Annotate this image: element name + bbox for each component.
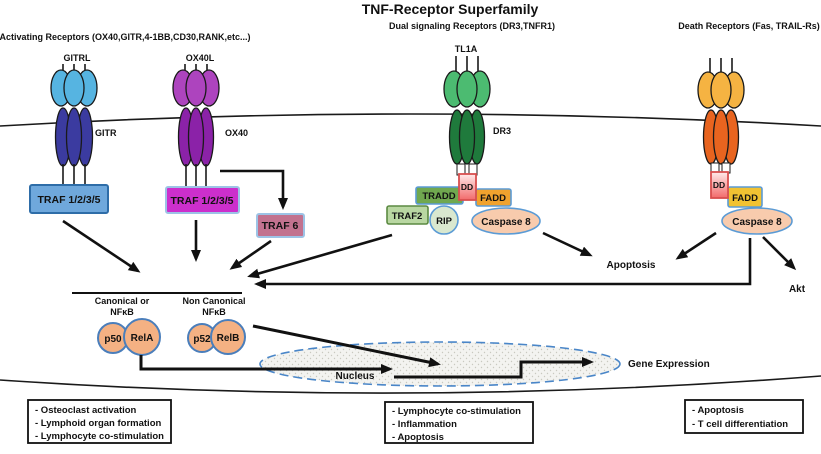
nucleus-label: Nucleus	[336, 371, 375, 382]
ligand-label-ox40l: OX40L	[186, 53, 215, 63]
akt-label: Akt	[789, 284, 806, 295]
dd-dr3-label: DD	[461, 182, 473, 192]
result-boxes: - Osteoclast activation - Lymphoid organ…	[27, 399, 804, 444]
canonical-label-line2: NFκB	[110, 307, 134, 317]
death-ligand-trimer	[697, 71, 745, 109]
arrow-caspase8-to-akt	[762, 236, 797, 271]
rip-circle	[429, 205, 459, 235]
gitr-complex: GITRL GITR TRAF 1/2/3/5	[29, 53, 117, 214]
traf-1-2-3-5-gitr-box	[29, 184, 109, 214]
dr3-receptor-trimer	[448, 109, 486, 165]
fadd-death-label: FADD	[732, 193, 758, 204]
arrow-gene-expression	[394, 357, 594, 379]
result-line: - Apoptosis	[692, 405, 744, 416]
traf2-label: TRAF2	[392, 211, 423, 222]
arrow-gitr-traf-to-nfkb	[62, 219, 141, 273]
p50-label: p50	[104, 334, 122, 345]
traf-1-2-3-5-ox40-label: TRAF 1/2/3/5	[170, 195, 233, 207]
death-receptor-complex: FADD Caspase 8 DD	[697, 58, 793, 235]
tl1a-top-stems	[455, 56, 479, 72]
traf-1-2-3-5-gitr-label: TRAF 1/2/3/5	[37, 194, 100, 206]
nucleus-section: Nucleus Gene Expression	[139, 324, 710, 387]
fadd-dr3-label: FADD	[480, 193, 506, 204]
result-line: - Inflammation	[392, 419, 457, 430]
arrow-ox40-to-traf6	[220, 169, 288, 210]
result-box-dual	[384, 401, 534, 444]
figure-title: TNF-Receptor Superfamily	[362, 1, 539, 17]
section-header-dual: Dual signaling Receptors (DR3,TNFR1)	[389, 21, 555, 31]
section-header-activating: Activating Receptors (OX40,GITR,4-1BB,CD…	[0, 32, 251, 42]
cell-membrane-line	[0, 113, 821, 127]
death-ligand-top-stems	[709, 58, 733, 74]
noncanonical-label-line1: Non Canonical	[182, 296, 245, 306]
relb-label: RelB	[217, 333, 240, 344]
receptor-label-gitr: GITR	[95, 128, 117, 138]
cell-bottom-line	[0, 375, 821, 394]
traf-1-2-3-5-ox40-box	[165, 186, 240, 214]
dd-death-box	[710, 171, 729, 199]
caspase8-dr3-label: Caspase 8	[481, 217, 531, 228]
result-line: - Lymphocyte co-stimulation	[35, 431, 164, 442]
ox40l-ligand-trimer	[172, 69, 220, 107]
relb-circle	[210, 319, 246, 355]
caspase8-death-ellipse	[721, 207, 793, 235]
result-line: - Osteoclast activation	[35, 405, 137, 416]
p52-label: p52	[193, 334, 211, 345]
tradd-label: TRADD	[422, 191, 455, 202]
ox40-receptor-trimer	[177, 107, 215, 167]
ox40-bottom-stems	[185, 164, 207, 188]
arrow-rela-to-nucleus	[139, 355, 393, 374]
arrow-dr3-to-apoptosis	[542, 231, 593, 257]
gene-expression-label: Gene Expression	[628, 359, 710, 370]
rela-label: RelA	[131, 333, 154, 344]
nfkb-section: Canonical or NFκB Non Canonical NFκB p50…	[72, 292, 246, 356]
receptor-label-dr3: DR3	[493, 126, 511, 136]
gitrl-ligand-trimer	[50, 69, 98, 107]
dd-dr3-box	[458, 173, 477, 201]
result-box-death	[684, 399, 804, 434]
result-line: - Lymphocyte co-stimulation	[392, 406, 521, 417]
apoptosis-label: Apoptosis	[607, 260, 656, 271]
ligand-label-gitrl: GITRL	[64, 53, 91, 63]
gitr-receptor-trimer	[54, 107, 94, 167]
ox40-complex: OX40L OX40 TRAF 1/2/3/5 TRAF 6	[165, 53, 305, 238]
signal-arrows	[62, 219, 797, 289]
death-receptor-trimer	[702, 109, 740, 165]
caspase8-death-label: Caspase 8	[732, 217, 782, 228]
result-box-activating	[27, 399, 172, 444]
traf2-box	[386, 205, 429, 225]
receptor-label-ox40: OX40	[225, 128, 248, 138]
noncanonical-label-line2: NFκB	[202, 307, 226, 317]
caspase8-dr3-ellipse	[471, 207, 541, 235]
nucleus-ellipse	[259, 341, 621, 387]
arrow-caspase8-to-nfkb	[254, 238, 752, 289]
arrow-traf6-to-nfkb	[229, 239, 272, 270]
result-line: - Lymphoid organ formation	[35, 418, 162, 429]
arrow-dr3-to-nfkb	[247, 233, 393, 279]
result-line: - Apoptosis	[392, 432, 444, 443]
tl1a-ligand-trimer	[443, 70, 491, 108]
result-line: - T cell differentiation	[692, 419, 788, 430]
dd-death-label: DD	[713, 180, 725, 190]
ligand-label-tl1a: TL1A	[455, 44, 478, 54]
section-header-death: Death Receptors (Fas, TRAIL-Rs)	[678, 21, 820, 31]
dr3-complex: TL1A DR3 TRADD FADD TRAF2 Caspase 8 RIP …	[386, 44, 541, 235]
arrow-caspase8-to-apoptosis	[675, 231, 717, 260]
rip-label: RIP	[436, 216, 453, 227]
traf6-label: TRAF 6	[262, 220, 299, 232]
traf6-box	[256, 213, 305, 238]
canonical-label-line1: Canonical or	[95, 296, 150, 306]
arrow-relb-to-nucleus	[252, 324, 441, 368]
gitr-bottom-stems	[62, 164, 86, 186]
